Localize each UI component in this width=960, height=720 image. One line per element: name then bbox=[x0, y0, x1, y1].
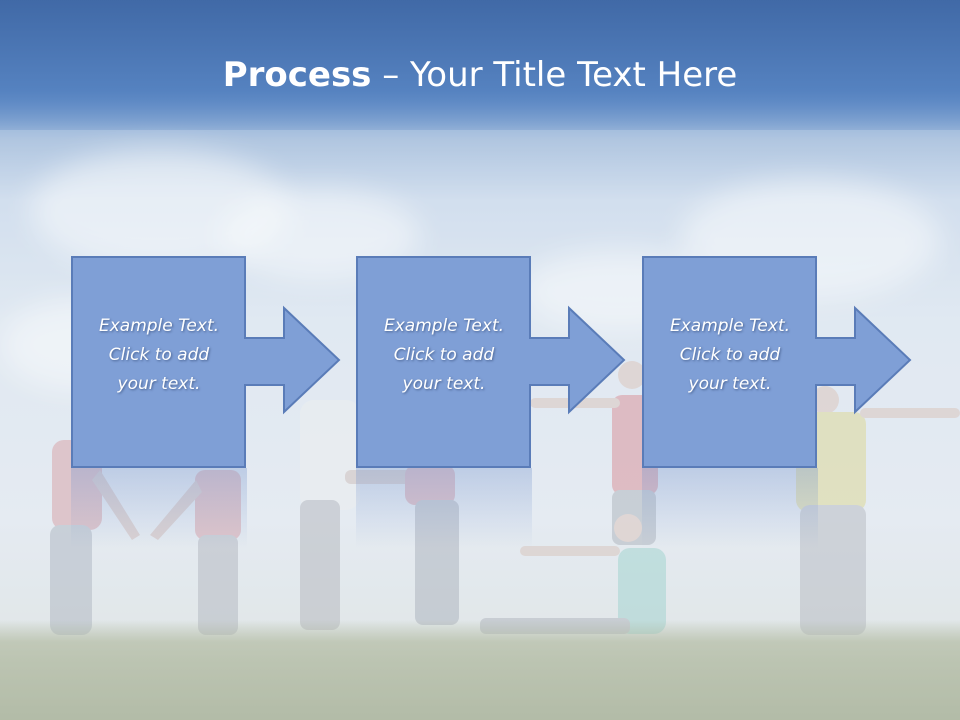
step-text-line: your text. bbox=[117, 374, 201, 394]
person-figure bbox=[150, 470, 241, 635]
step-reflection bbox=[642, 468, 818, 548]
title-bar bbox=[0, 0, 960, 130]
arrow-box-shape bbox=[71, 256, 341, 468]
step-text: Example Text. Click to add your text. bbox=[360, 312, 528, 399]
process-step-2[interactable]: Example Text. Click to add your text. bbox=[356, 256, 626, 548]
person-figure bbox=[300, 400, 415, 630]
process-step-3[interactable]: Example Text. Click to add your text. bbox=[642, 256, 912, 548]
slide-title[interactable]: Process – Your Title Text Here bbox=[0, 52, 960, 98]
step-text-line: Click to add bbox=[108, 345, 210, 365]
process-step-1[interactable]: Example Text. Click to add your text. bbox=[71, 256, 341, 548]
step-text-line: Click to add bbox=[679, 345, 781, 365]
step-reflection bbox=[356, 468, 532, 548]
arrow-box-shape bbox=[642, 256, 912, 468]
step-text-line: Click to add bbox=[393, 345, 495, 365]
slide-title-rest: – Your Title Text Here bbox=[371, 55, 738, 95]
step-text-line: Example Text. bbox=[669, 316, 791, 336]
step-text-line: your text. bbox=[688, 374, 772, 394]
step-text-line: Example Text. bbox=[98, 316, 220, 336]
step-text: Example Text. Click to add your text. bbox=[75, 312, 243, 399]
grass-ground bbox=[0, 620, 960, 720]
arrow-box-shape bbox=[356, 256, 626, 468]
slide-title-bold: Process bbox=[222, 55, 372, 95]
step-reflection bbox=[71, 468, 247, 548]
step-text-line: your text. bbox=[402, 374, 486, 394]
step-text: Example Text. Click to add your text. bbox=[646, 312, 814, 399]
step-text-line: Example Text. bbox=[383, 316, 505, 336]
person-figure bbox=[405, 465, 459, 625]
